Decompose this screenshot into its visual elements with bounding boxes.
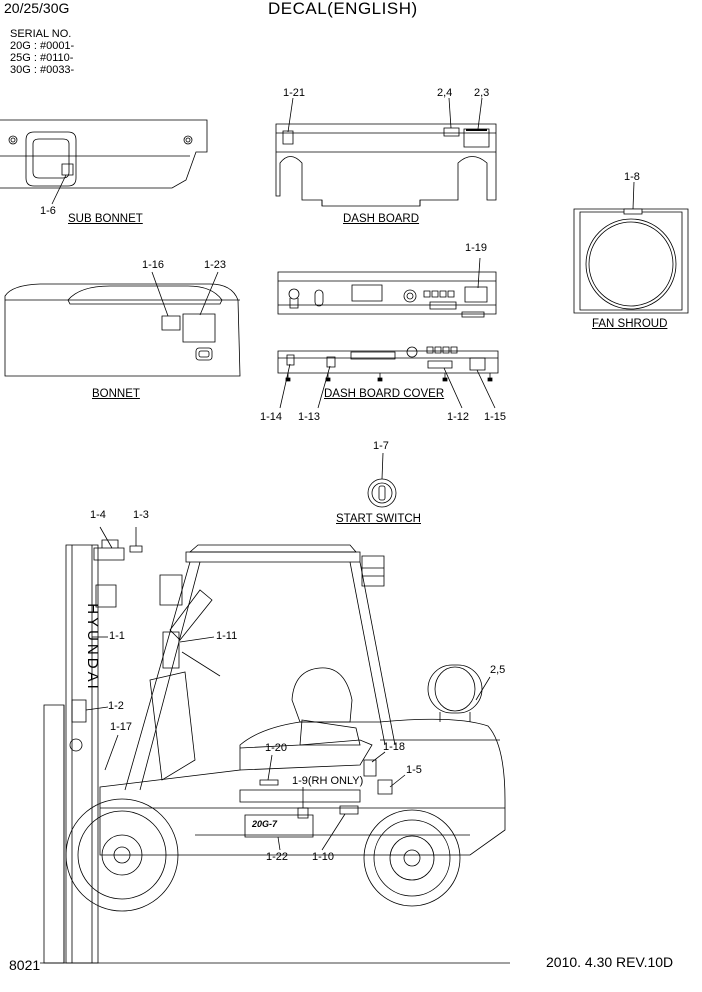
callout-1-18: 1-18 xyxy=(383,741,406,753)
decal-1-23-marker xyxy=(183,314,215,342)
decal-1-2-marker xyxy=(72,700,86,722)
caption-bonnet: BONNET xyxy=(92,388,140,400)
callout-1-17: 1-17 xyxy=(110,721,133,733)
callout-1-9: 1-9(RH ONLY) xyxy=(292,775,364,787)
callout-1-8: 1-8 xyxy=(624,171,640,183)
mast-brand-lettering: HYUNDAI xyxy=(83,603,101,692)
callout-1-1: 1-1 xyxy=(109,630,125,642)
dash-board-drawing xyxy=(276,98,496,206)
decal-1-11-marker xyxy=(163,632,179,668)
fan-shroud-drawing xyxy=(574,182,688,313)
decal-1-6-marker xyxy=(62,164,73,175)
decal-1-15-marker xyxy=(470,358,485,370)
decal-1-14-marker xyxy=(287,355,294,365)
page-number: 8021 xyxy=(9,957,41,973)
callout-1-16: 1-16 xyxy=(142,259,165,271)
dash-board-panel-drawing xyxy=(278,258,496,317)
caption-dash-board-cover: DASH BOARD COVER xyxy=(324,388,445,400)
bonnet-drawing xyxy=(5,272,240,376)
decal-1-13-marker xyxy=(327,357,335,367)
decal-2-4-marker xyxy=(444,128,459,136)
callout-1-21: 1-21 xyxy=(283,87,306,99)
sub-bonnet-drawing xyxy=(0,120,207,204)
model-badge xyxy=(245,815,313,837)
caption-start-switch: START SWITCH xyxy=(336,513,421,525)
serial-30g: 30G : #0033- xyxy=(10,64,75,76)
caption-sub-bonnet: SUB BONNET xyxy=(68,213,143,225)
revision-date: 2010. 4.30 REV.10D xyxy=(546,954,674,970)
serial-20g: 20G : #0001- xyxy=(10,40,75,52)
decal-1-5-marker xyxy=(378,780,392,794)
serial-25g: 25G : #0110- xyxy=(10,52,74,64)
callout-1-4: 1-4 xyxy=(90,509,106,521)
callout-1-19: 1-19 xyxy=(465,242,488,254)
callout-1-23: 1-23 xyxy=(204,259,227,271)
model-heading: 20/25/30G xyxy=(4,0,70,16)
callout-1-14: 1-14 xyxy=(260,411,283,423)
callout-1-2: 1-2 xyxy=(108,700,124,712)
decal-1-10-marker xyxy=(340,806,358,814)
forklift-drawing xyxy=(40,527,510,963)
callout-1-15: 1-15 xyxy=(484,411,507,423)
decal-1-16-marker xyxy=(162,316,180,330)
callout-2-3: 2,3 xyxy=(474,87,490,99)
page-title: DECAL(ENGLISH) xyxy=(268,0,418,18)
callout-2-5: 2,5 xyxy=(490,664,506,676)
callout-2-4: 2,4 xyxy=(437,87,453,99)
decal-1-18-marker xyxy=(364,760,376,776)
decal-1-19-marker xyxy=(465,287,487,302)
caption-fan-shroud: FAN SHROUD xyxy=(592,318,668,330)
start-switch-drawing xyxy=(368,453,396,507)
callout-1-20: 1-20 xyxy=(265,742,288,754)
model-badge-text: 20G-7 xyxy=(252,819,278,829)
callout-1-6: 1-6 xyxy=(40,205,56,217)
serial-heading: SERIAL NO. xyxy=(10,28,72,40)
callout-1-22: 1-22 xyxy=(266,851,289,863)
decal-1-20-marker xyxy=(260,780,278,785)
callout-1-7: 1-7 xyxy=(373,440,389,452)
callout-1-12: 1-12 xyxy=(447,411,470,423)
decal-2-3-marker xyxy=(464,129,489,147)
callout-1-11: 1-11 xyxy=(216,630,238,642)
decal-1-9-marker xyxy=(298,808,308,818)
caption-dash-board: DASH BOARD xyxy=(343,213,420,225)
callout-1-10: 1-10 xyxy=(312,851,335,863)
callout-1-5: 1-5 xyxy=(406,764,422,776)
callout-1-13: 1-13 xyxy=(298,411,321,423)
decal-1-12-marker xyxy=(428,361,452,368)
dash-board-cover-drawing xyxy=(278,347,498,408)
callout-1-3: 1-3 xyxy=(133,509,149,521)
